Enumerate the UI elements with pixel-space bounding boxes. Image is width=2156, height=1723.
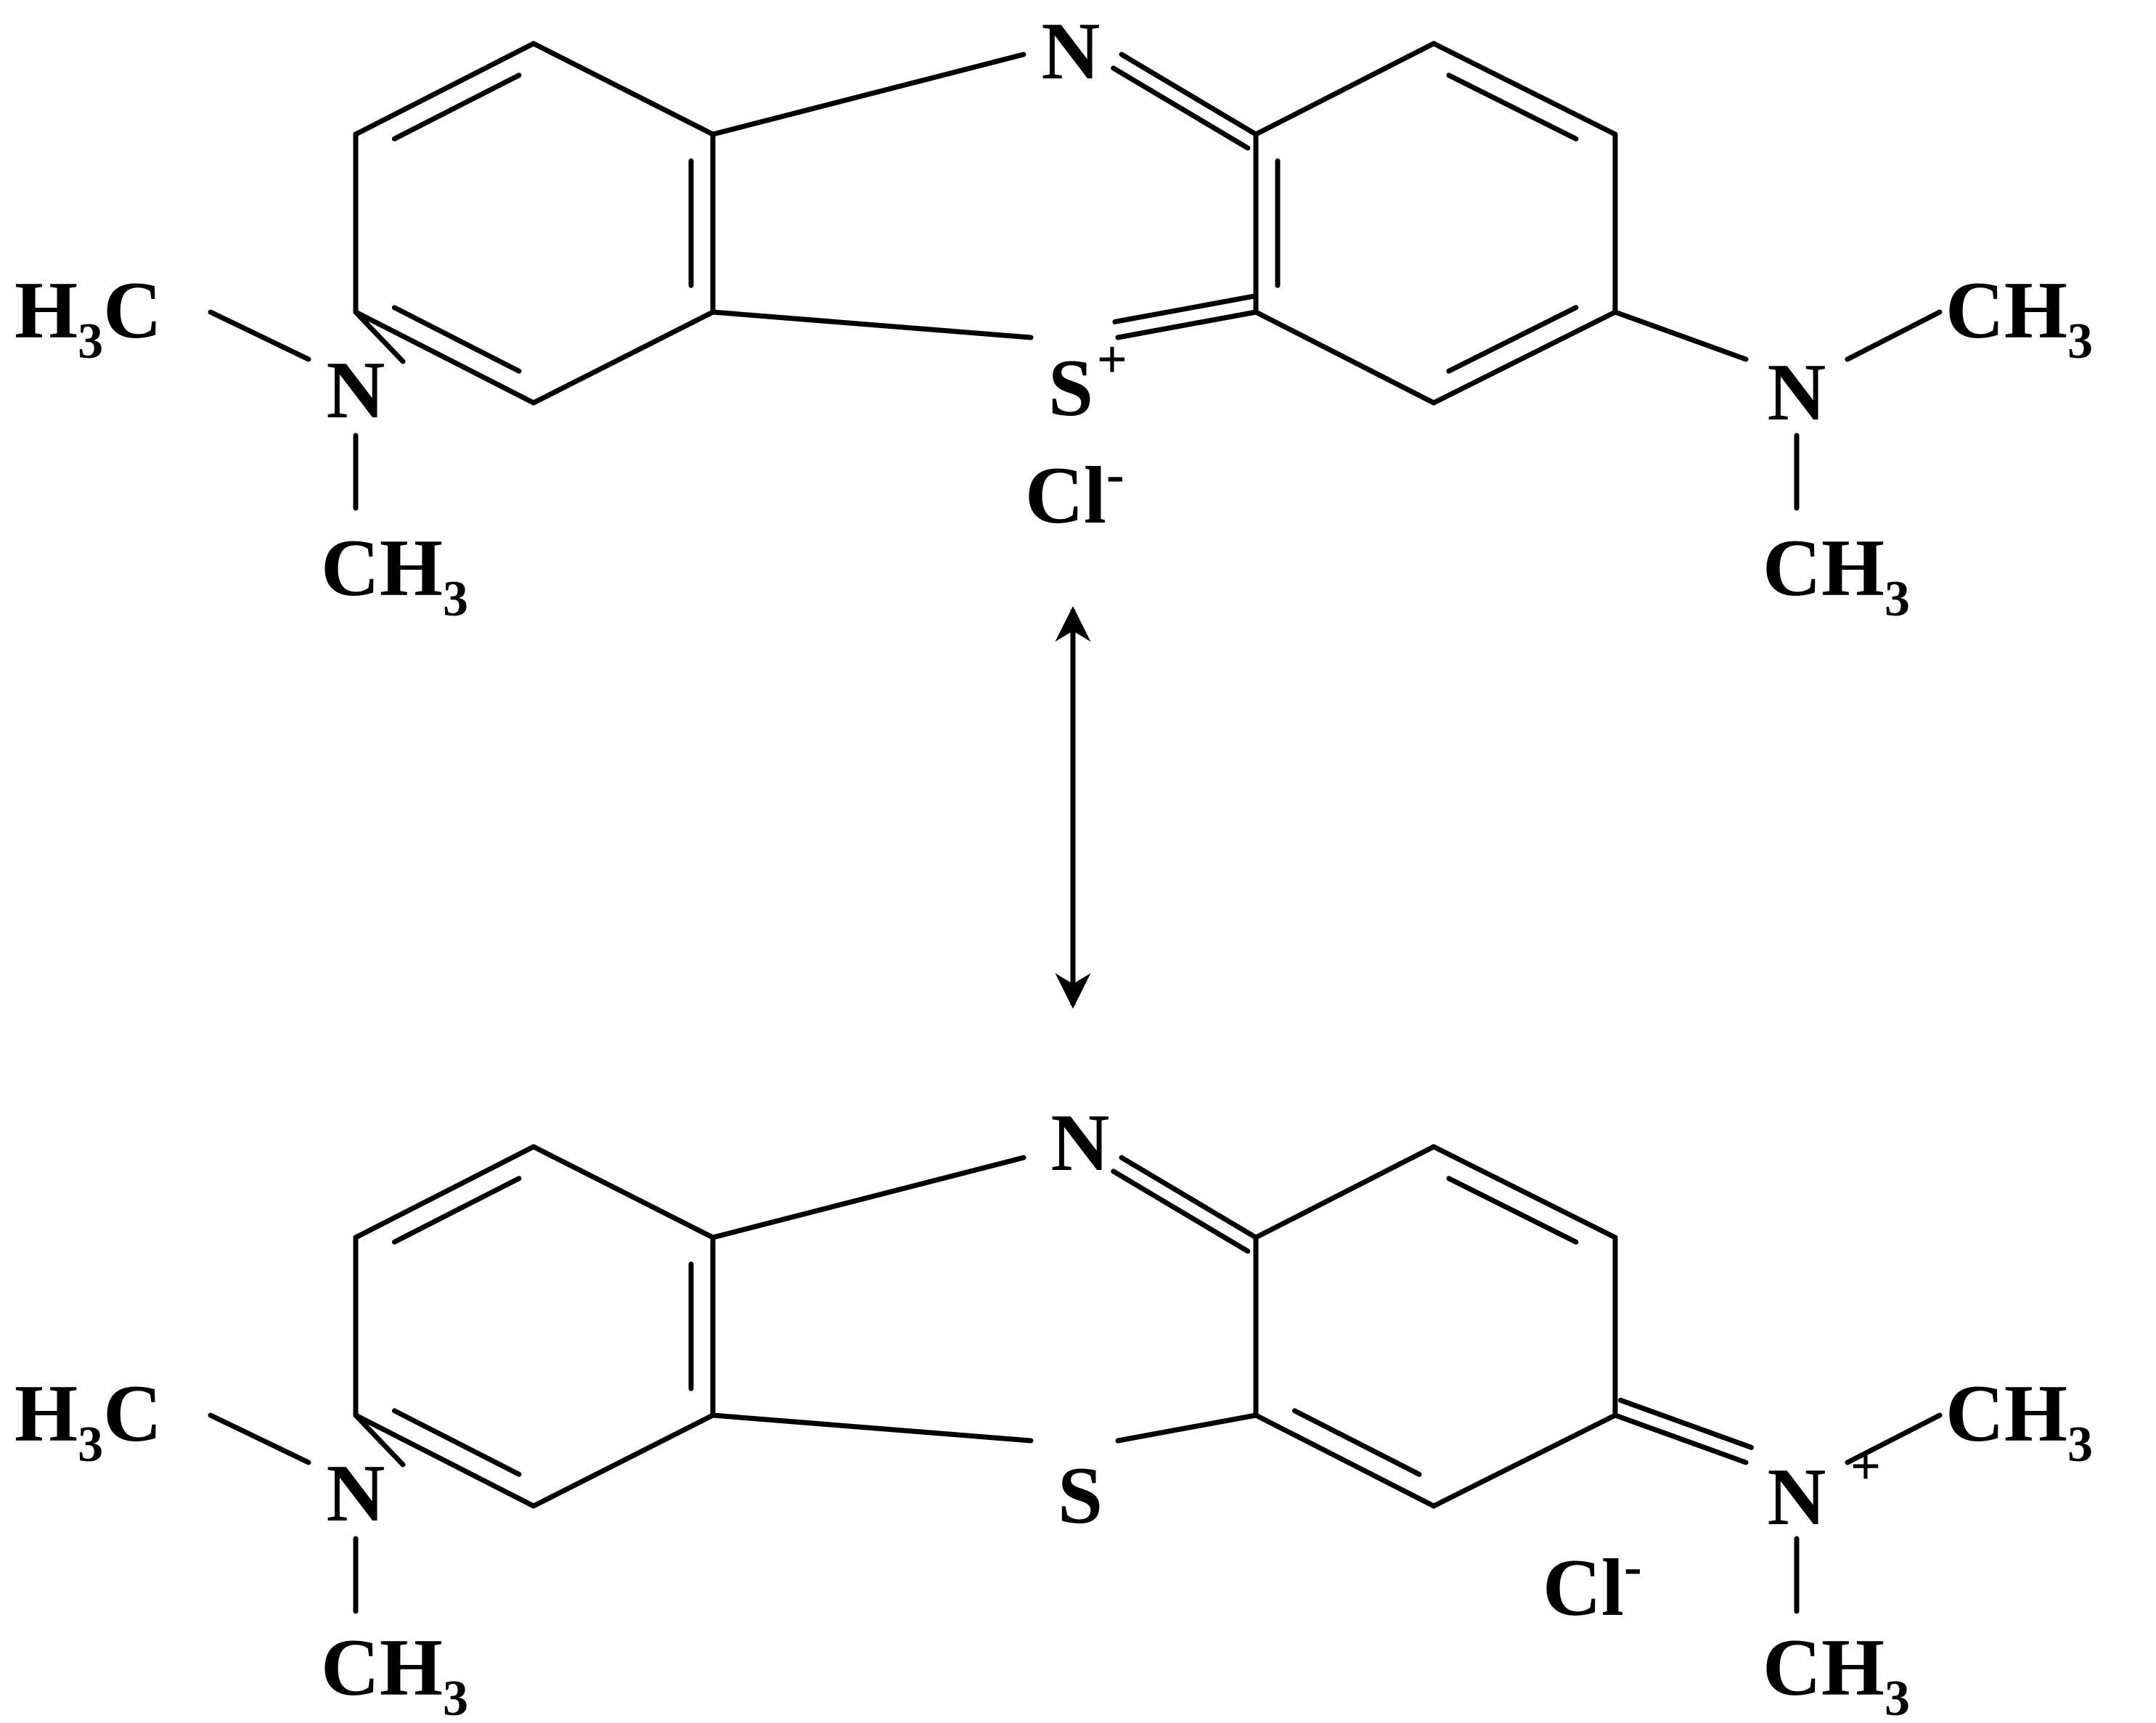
bond-n-right-ring-double [1111,1169,1251,1254]
bond-right-ring-cd [1431,309,1618,406]
top-sulfur-charge: + [1097,330,1127,390]
bond-right-ring-fa [1253,1144,1437,1240]
bottom-chloride-counterion: Cl- [1543,1537,1642,1633]
top-ring-sulfur-label: S [1048,343,1093,433]
bond-left-ring-to-s [710,1412,1034,1444]
bond-n-right-ring-double [1111,65,1251,151]
bond-right-ring-ef [1431,1144,1618,1240]
top-right-amine-nitrogen: N [1768,348,1826,438]
bond-left-amine-to-upper-methyl [208,309,311,362]
bond-left-ring-to-amine-n [353,1412,406,1468]
bottom-left-amine-nitrogen: N [327,1449,385,1539]
bond-s-to-right-ring [1115,309,1259,340]
bond-left-amine-to-upper-methyl [208,1412,311,1465]
bond-left-ring-cd-double [391,1408,522,1477]
bond-left-ring-bc [531,309,716,406]
bond-left-ring-cd-double [391,305,522,374]
bond-right-ring-ef-double [1446,1176,1579,1245]
top-structure-bonds [208,41,1943,511]
top-chloride-counterion: Cl- [1025,445,1124,541]
bond-n-to-right-ring [1119,1155,1259,1240]
bond-right-ring-bc-double [1292,1408,1422,1477]
top-right-methyl-lower: CH3 [1763,523,1910,627]
bond-right-ring-to-amine-n [1612,1412,1749,1465]
bond-left-ring-ef-double [391,73,522,142]
bond-left-ring-to-s [710,309,1034,340]
bond-right-ring-bc [1253,1412,1437,1509]
bottom-right-methyl-upper: CH3 [1945,1369,2093,1473]
bottom-left-methyl-upper: H3C [15,1369,162,1473]
bond-left-ring-ef-double [391,1176,522,1245]
top-structure-labels: N S + N H3C CH3 N CH3 CH3 Cl- [15,7,2093,627]
bottom-left-methyl-lower: CH3 [321,1623,468,1723]
bottom-right-methyl-lower: CH3 [1763,1623,1910,1723]
bottom-ring-sulfur-label: S [1058,1451,1103,1541]
bond-right-ring-cd [1431,1412,1618,1509]
bottom-structure-labels: N S N H3C CH3 N + CH3 CH3 Cl- [15,1098,2093,1723]
bond-s-to-right-ring [1115,1412,1259,1444]
bond-right-ring-amine-double [1617,1397,1754,1450]
bond-left-ring-ef [353,1144,536,1240]
top-left-amine-nitrogen: N [327,345,385,435]
bottom-structure-bonds [208,1144,1943,1614]
bond-left-ring-to-amine-n [353,309,406,364]
top-left-methyl-upper: H3C [15,266,162,369]
bond-right-ring-ef [1431,41,1618,137]
bond-s-right-ring-double [1112,293,1256,324]
bond-right-amine-to-upper-methyl [1845,1412,1943,1465]
bond-left-ring-cd [353,1412,536,1509]
bond-left-ring-to-n [710,1155,1026,1240]
bond-left-ring-to-n [710,52,1026,137]
bond-left-ring-ef [353,41,536,137]
bond-n-to-right-ring [1119,52,1259,137]
bond-right-amine-to-upper-methyl [1845,309,1943,362]
bond-left-ring-cd [353,309,536,406]
bond-right-ring-fa [1253,41,1437,137]
bond-left-ring-fa [531,41,716,137]
bottom-ring-nitrogen-label: N [1051,1098,1110,1188]
top-left-methyl-lower: CH3 [321,523,468,627]
bottom-nitrogen-charge: + [1850,1437,1881,1497]
bond-right-ring-cd-double [1446,305,1579,374]
bond-right-ring-bc [1253,309,1437,406]
bond-left-ring-bc [531,1412,716,1509]
top-right-methyl-upper: CH3 [1945,266,2093,369]
bottom-right-amine-nitrogen: N [1768,1452,1826,1542]
top-ring-nitrogen-label: N [1042,7,1101,97]
bond-left-ring-fa [531,1144,716,1240]
bond-right-ring-ef-double [1446,73,1579,142]
bond-right-ring-to-amine-n [1612,309,1749,362]
